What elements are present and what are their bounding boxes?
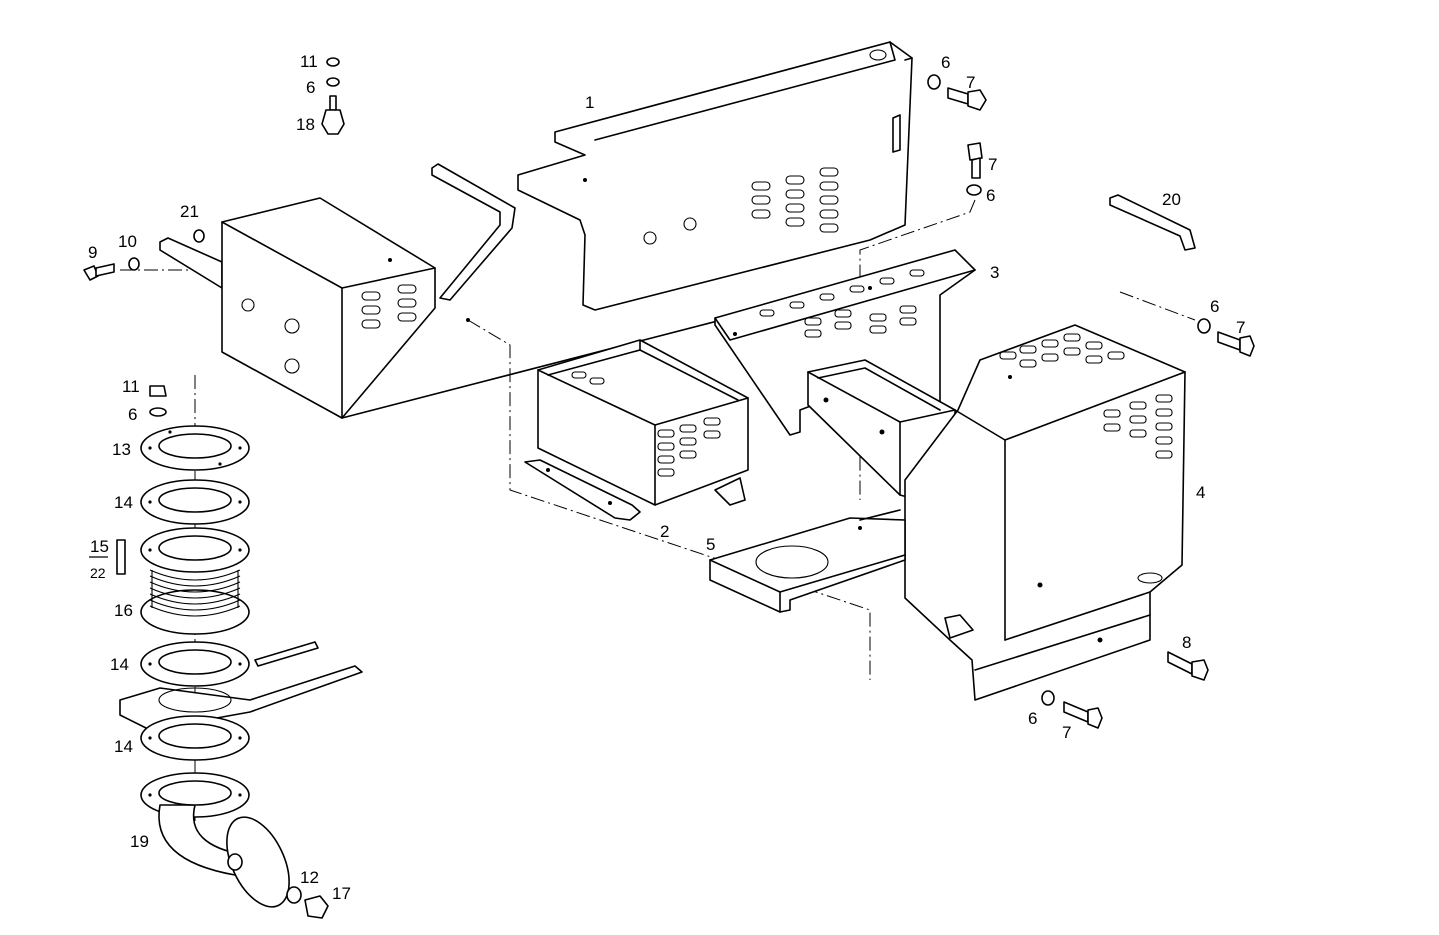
label-14-c: 14: [114, 737, 133, 756]
label-5: 5: [706, 535, 715, 554]
label-16: 16: [114, 601, 133, 620]
label-11-b: 11: [122, 377, 140, 396]
label-14-b: 14: [110, 655, 129, 674]
label-6-d: 6: [1028, 709, 1037, 728]
label-21: 21: [180, 202, 199, 221]
label-14-a: 14: [114, 493, 133, 512]
label-13: 13: [112, 440, 131, 459]
label-2: 2: [660, 522, 669, 541]
label-1: 1: [585, 93, 594, 112]
label-18: 18: [296, 115, 315, 134]
part-5-base-plate: [709, 509, 906, 613]
label-19: 19: [130, 832, 149, 851]
label-6-b: 6: [986, 186, 995, 205]
left-cover-box: [159, 197, 916, 419]
part-20-bracket: [1109, 194, 1196, 251]
label-11-a: 11: [300, 52, 318, 71]
part-labels: 1 2 3 4 5 6 7 7 6 6 7 8 6 7 20 11 6 18 2…: [88, 52, 1245, 903]
part-1-upper-cover: [431, 41, 913, 311]
label-20: 20: [1162, 190, 1181, 209]
label-6-e: 6: [306, 78, 315, 97]
label-6-f: 6: [128, 405, 137, 424]
part-4-right-cover: [904, 324, 1186, 701]
label-7-d: 7: [1062, 723, 1071, 742]
label-15: 15: [90, 537, 109, 556]
label-12: 12: [300, 868, 319, 887]
label-6-c: 6: [1210, 297, 1219, 316]
label-22: 22: [90, 565, 106, 581]
label-6-a: 6: [941, 53, 950, 72]
label-10: 10: [118, 232, 137, 251]
label-7-b: 7: [988, 155, 997, 174]
label-17: 17: [332, 884, 351, 903]
label-7-a: 7: [966, 73, 975, 92]
label-9: 9: [88, 243, 97, 262]
label-8: 8: [1182, 633, 1191, 652]
fasteners-top-left: [83, 57, 345, 281]
label-4: 4: [1196, 483, 1205, 502]
label-7-c: 7: [1236, 318, 1245, 337]
label-3: 3: [990, 263, 999, 282]
fasteners-right: [927, 74, 1255, 729]
flange-stack: [116, 385, 363, 919]
part-2-tray: [524, 339, 749, 521]
